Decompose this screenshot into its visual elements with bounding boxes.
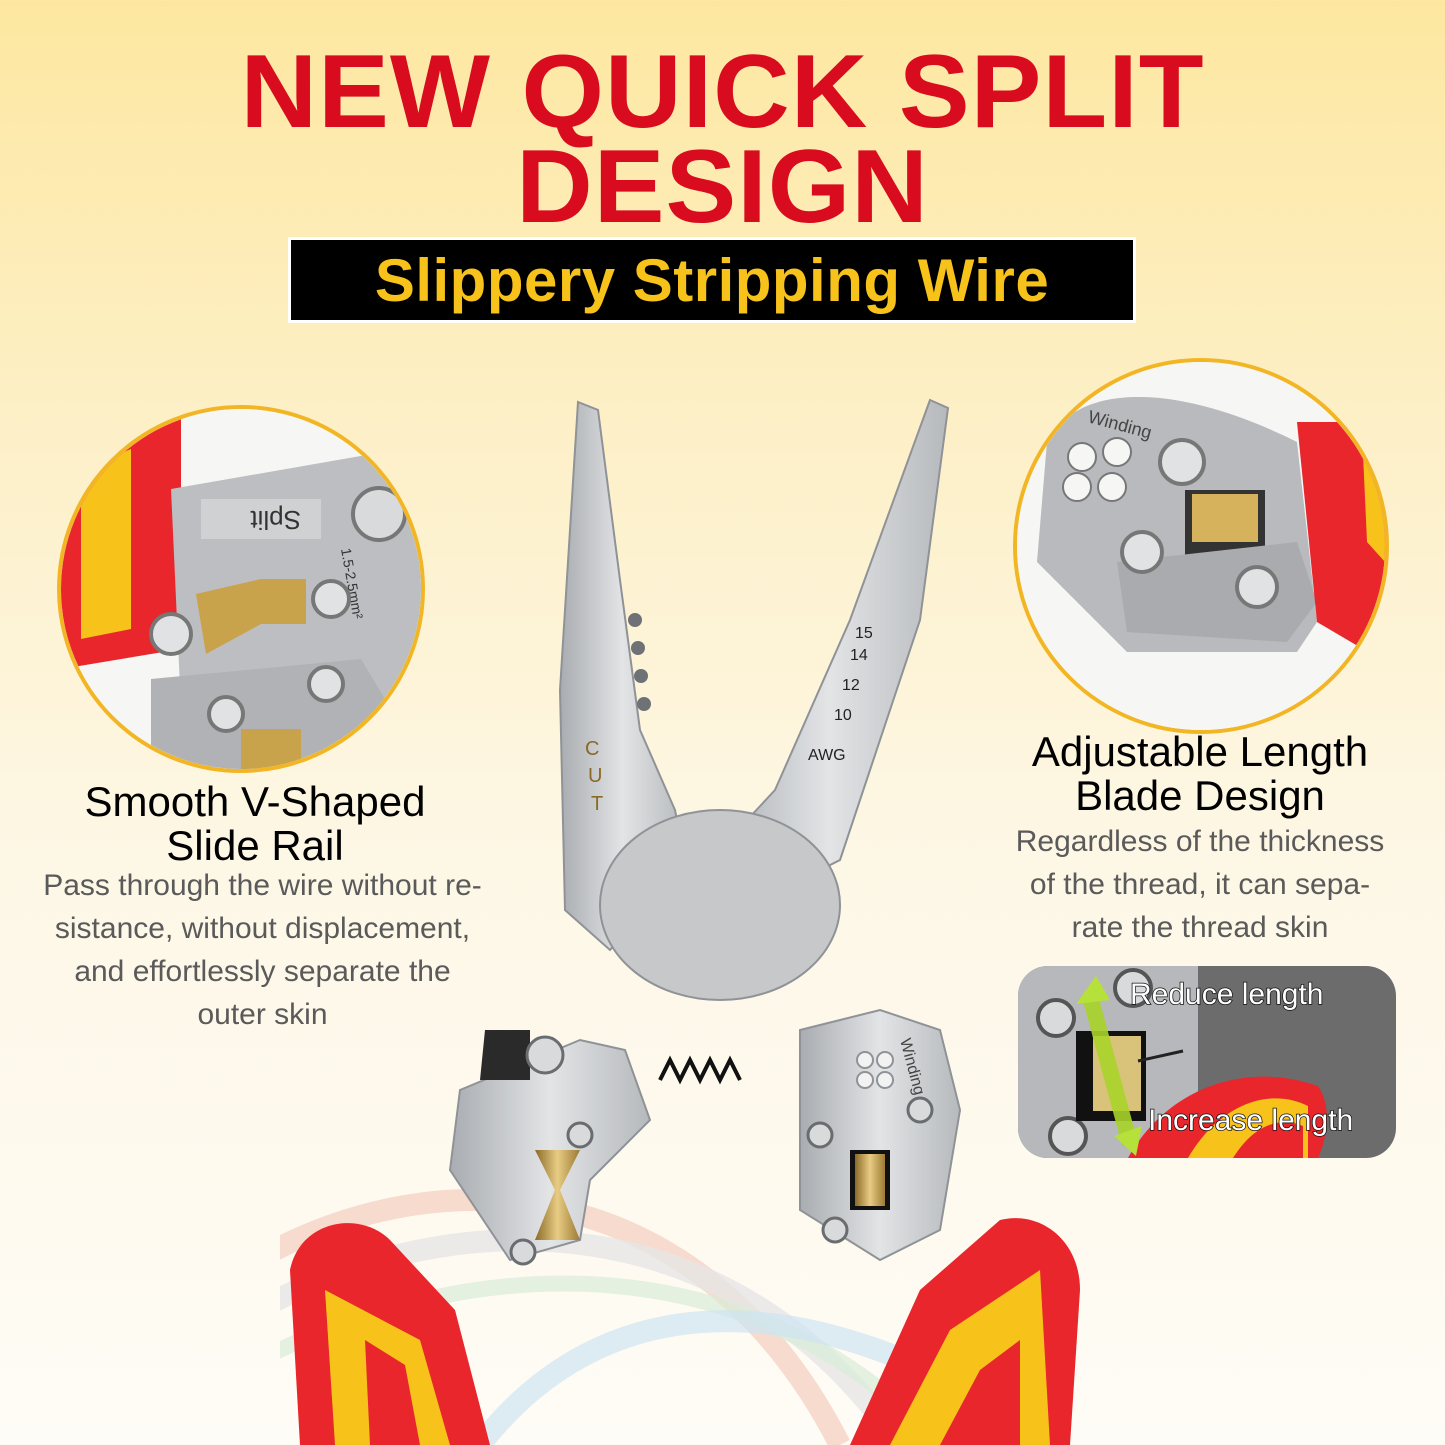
- double-arrow-icon: [1076, 976, 1142, 1156]
- closeup-adjustable-blade: Winding: [1013, 358, 1389, 734]
- right-title-line-1: Adjustable Length: [1031, 728, 1369, 775]
- closeup-split-rail: Split 1.5-2.5mm²: [57, 405, 425, 773]
- headline-line-2: DESIGN: [516, 129, 929, 245]
- pliers-illustration: C U T 15 14 12 10 AWG Winding: [280, 398, 1080, 1445]
- right-desc-line-2: of the thread, it can sepa-: [1029, 868, 1371, 901]
- awg-15: 15: [855, 625, 873, 642]
- left-desc-line-2: sistance, without displacement,: [54, 912, 471, 945]
- adjustable-blade-closeup-image: Winding: [1017, 362, 1385, 730]
- right-feature-description: Regardless of the thickness of the threa…: [985, 820, 1415, 949]
- right-desc-line-1: Regardless of the thickness: [1015, 825, 1385, 858]
- awg-14: 14: [850, 647, 868, 664]
- left-title-line-1: Smooth V-Shaped: [84, 778, 426, 825]
- right-feature-title: Adjustable Length Blade Design: [990, 730, 1410, 818]
- cut-mark-u: U: [588, 765, 602, 787]
- left-feature-title: Smooth V-Shaped Slide Rail: [40, 780, 470, 868]
- subtitle-text: Slippery Stripping Wire: [374, 246, 1050, 314]
- headline-line-1: NEW QUICK SPLIT: [240, 34, 1205, 150]
- split-rail-closeup-image: Split 1.5-2.5mm²: [61, 409, 421, 769]
- subtitle-banner: Slippery Stripping Wire: [288, 237, 1136, 323]
- left-feature-description: Pass through the wire without re- sistan…: [10, 864, 515, 1036]
- awg-label: AWG: [808, 747, 846, 764]
- left-desc-line-1: Pass through the wire without re-: [43, 869, 482, 902]
- cut-mark-c: C: [585, 738, 599, 760]
- left-desc-line-3: and effortlessly separate the: [74, 955, 451, 988]
- right-desc-line-3: rate the thread skin: [1071, 911, 1329, 944]
- awg-10: 10: [834, 707, 852, 724]
- left-desc-line-4: outer skin: [197, 998, 328, 1031]
- awg-12: 12: [842, 677, 860, 694]
- length-adjust-callout: Reduce length Increase length: [1018, 966, 1396, 1158]
- reduce-length-label: Reduce length: [1129, 977, 1324, 1012]
- split-stamp: Split: [250, 505, 301, 535]
- left-title-line-2: Slide Rail: [166, 822, 344, 869]
- right-title-line-2: Blade Design: [1075, 772, 1325, 819]
- length-adjust-image: [1018, 966, 1327, 1158]
- increase-length-label: Increase length: [1147, 1103, 1354, 1138]
- cut-mark-t: T: [591, 793, 603, 815]
